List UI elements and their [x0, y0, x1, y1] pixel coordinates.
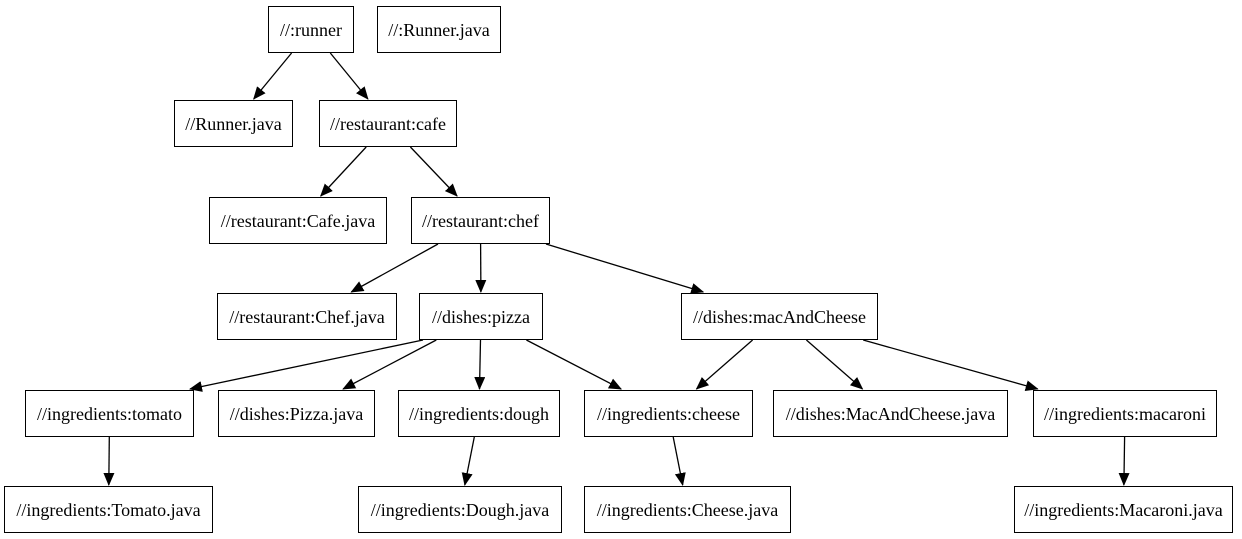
- graph-node-root-runner-java: //:Runner.java: [377, 6, 501, 53]
- graph-edge-cafe-to-cafe-java: [320, 146, 367, 197]
- graph-edge-mac-and-cheese-to-mac-and-cheese-java: [805, 339, 864, 390]
- graph-node-runner: //:runner: [268, 6, 354, 53]
- graph-node-mac-and-cheese-java: //dishes:MacAndCheese.java: [773, 390, 1008, 437]
- graph-edge-pizza-to-pizza-java: [342, 339, 437, 390]
- graph-node-tomato-java: //ingredients:Tomato.java: [4, 486, 213, 533]
- graph-node-chef: //restaurant:chef: [411, 197, 550, 244]
- graph-edge-mac-and-cheese-to-cheese: [695, 339, 754, 390]
- graph-node-cheese-java: //ingredients:Cheese.java: [584, 486, 791, 533]
- graph-edge-dough-to-dough-java: [461, 436, 475, 486]
- graph-edge-runner-to-cafe: [329, 52, 369, 100]
- graph-edge-pizza-to-cheese: [526, 339, 622, 390]
- graph-edge-lines: [103, 52, 1130, 486]
- graph-node-macaroni: //ingredients:macaroni: [1033, 390, 1217, 437]
- graph-node-mac-and-cheese: //dishes:macAndCheese: [681, 293, 878, 340]
- graph-node-runner-java: //Runner.java: [174, 100, 293, 147]
- graph-node-dough: //ingredients:dough: [398, 390, 560, 437]
- graph-edge-macaroni-to-macaroni-java: [1118, 436, 1130, 486]
- graph-node-cafe: //restaurant:cafe: [319, 100, 457, 147]
- graph-node-pizza: //dishes:pizza: [419, 293, 543, 340]
- graph-edge-chef-to-chef-java: [350, 243, 439, 293]
- graph-node-cheese: //ingredients:cheese: [584, 390, 753, 437]
- graph-node-pizza-java: //dishes:Pizza.java: [218, 390, 375, 437]
- graph-node-dough-java: //ingredients:Dough.java: [358, 486, 562, 533]
- graph-node-tomato: //ingredients:tomato: [25, 390, 194, 437]
- graph-edge-cafe-to-chef: [409, 146, 458, 197]
- graph-edge-mac-and-cheese-to-macaroni: [863, 339, 1039, 392]
- graph-edge-chef-to-mac-and-cheese: [545, 243, 705, 294]
- graph-edge-tomato-to-tomato-java: [103, 436, 115, 486]
- graph-node-chef-java: //restaurant:Chef.java: [217, 293, 397, 340]
- graph-node-cafe-java: //restaurant:Cafe.java: [209, 197, 387, 244]
- graph-node-macaroni-java: //ingredients:Macaroni.java: [1014, 486, 1233, 533]
- graph-edge-pizza-to-dough: [474, 339, 486, 390]
- graph-edge-pizza-to-tomato: [189, 339, 424, 392]
- graph-edge-runner-to-runner-java: [253, 52, 293, 100]
- graph-edge-cheese-to-cheese-java: [672, 436, 686, 486]
